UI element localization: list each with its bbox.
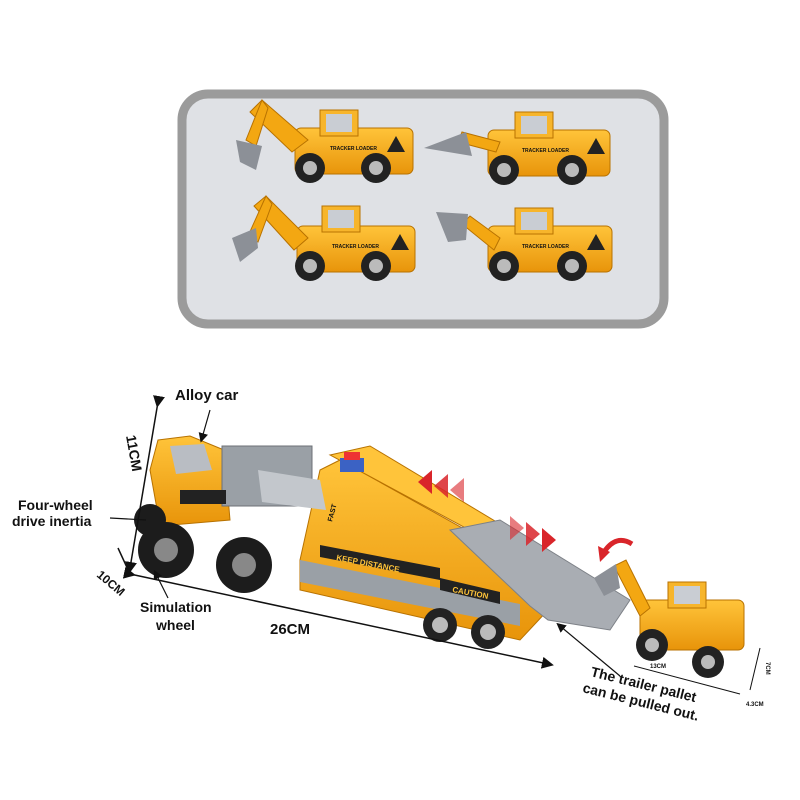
four-wheel-pointer — [109, 517, 147, 521]
small-height-label: 7CM — [764, 662, 770, 675]
variant-drill: TRACKER LOADER — [232, 195, 416, 281]
variant-bulldozer: TRACKER LOADER — [424, 111, 611, 185]
trailer-pointer — [556, 622, 621, 677]
depth-label: 10CM — [94, 568, 128, 599]
fast-decal: FAST — [327, 503, 339, 523]
small-depth-label: 4.3CM — [746, 702, 764, 708]
pull-arrows-right — [510, 516, 556, 552]
simulation-label-line1: Simulation — [140, 599, 212, 615]
decal-text: TRACKER LOADER — [522, 244, 569, 250]
small-height-line — [749, 647, 761, 691]
simulation-label-line2: wheel — [155, 617, 195, 633]
decal-text: TRACKER LOADER — [330, 146, 377, 152]
pull-arrows-left — [418, 470, 464, 502]
small-length-line — [633, 665, 741, 695]
depth-dimension-line — [117, 547, 131, 575]
four-wheel-label-line1: Four-wheel — [18, 497, 93, 513]
height-dimension-line — [125, 395, 165, 574]
height-label: 11CM — [123, 434, 145, 473]
small-excavator — [594, 559, 745, 678]
four-wheel-label-line2: drive inertia — [12, 513, 92, 529]
variant-excavator: TRACKER LOADER — [236, 98, 414, 183]
small-length-label: 13CM — [650, 664, 666, 670]
trailer: KEEP DISTANCE CAUTION FAST — [299, 445, 631, 649]
alloy-car — [134, 435, 326, 593]
decal-text: TRACKER LOADER — [332, 244, 379, 250]
alloy-car-label: Alloy car — [175, 387, 239, 404]
curved-arrow — [601, 537, 634, 554]
variant-grab: TRACKER LOADER — [436, 207, 613, 281]
length-dimension-line — [122, 566, 554, 669]
length-label: 26CM — [270, 621, 310, 638]
decal-text: TRACKER LOADER — [522, 148, 569, 154]
alloy-car-pointer — [198, 409, 211, 443]
simulation-pointer — [153, 569, 169, 599]
